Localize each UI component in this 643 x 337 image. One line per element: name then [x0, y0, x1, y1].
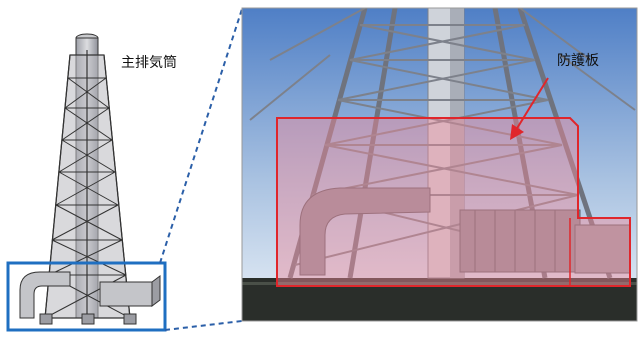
callout-arrow — [510, 77, 549, 140]
stack-illustration — [19, 33, 161, 325]
protective-plate-label: 防護板 — [557, 53, 599, 69]
photo-panel — [242, 8, 637, 321]
protective-plate-highlight — [276, 117, 631, 287]
connector-top — [159, 8, 243, 264]
main-stack-label: 主排気筒 — [121, 55, 177, 71]
detail-region-box — [6, 261, 167, 332]
connector-bottom — [164, 320, 243, 331]
